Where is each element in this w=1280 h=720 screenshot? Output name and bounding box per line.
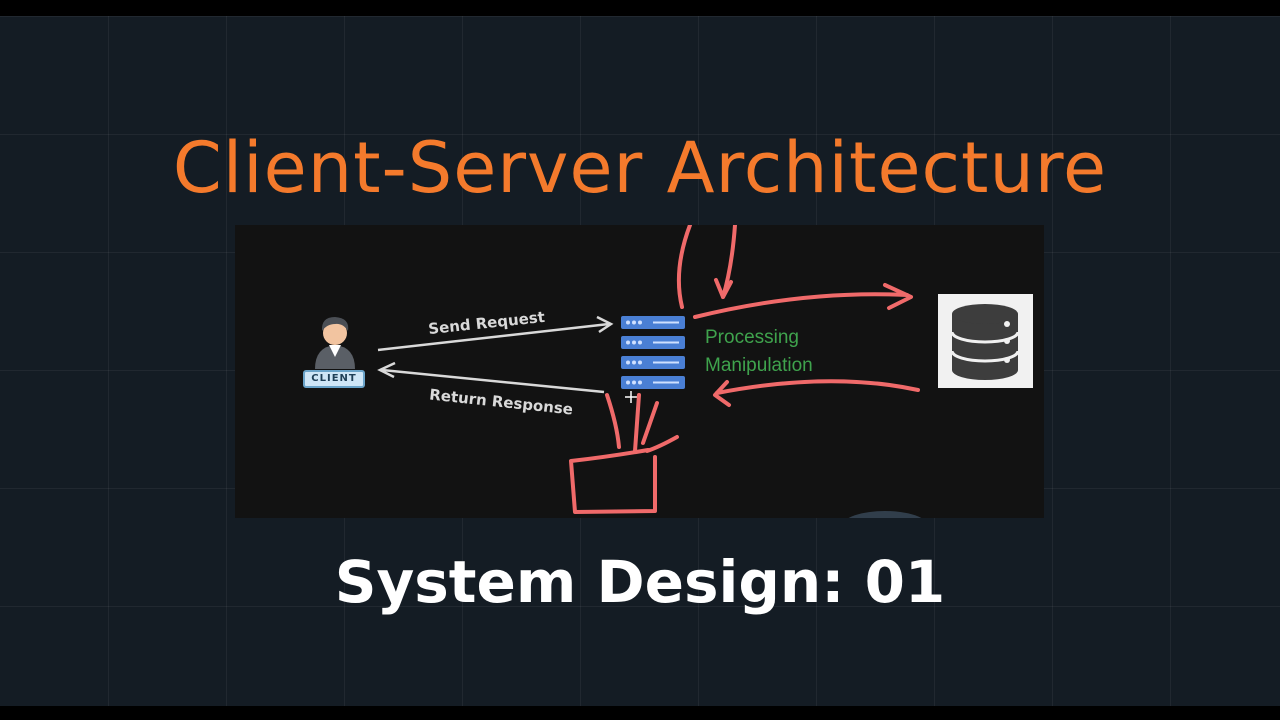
send-request-arrow [377, 315, 614, 352]
processing-label: Processing [705, 327, 799, 348]
client-label: CLIENT [303, 370, 365, 388]
page-title: Client-Server Architecture [172, 127, 1108, 209]
architecture-diagram: CLIENT Send Request Return Response Proc… [235, 225, 1044, 518]
episode-subtitle: System Design: 01 [334, 548, 946, 616]
return-response-arrow [377, 361, 605, 394]
manipulation-label: Manipulation [705, 355, 813, 376]
diagram-canvas [315, 225, 922, 518]
annotation-strokes [569, 225, 920, 514]
cursor-crosshair-icon [625, 391, 637, 403]
database-icon [950, 304, 1020, 380]
avatar-thumbnail [848, 511, 922, 518]
server-rack-icon [621, 316, 685, 389]
bottom-frame-bar [0, 706, 1280, 720]
top-frame-bar [0, 0, 1280, 16]
client-person-icon [315, 317, 355, 369]
database-panel [938, 294, 1033, 388]
